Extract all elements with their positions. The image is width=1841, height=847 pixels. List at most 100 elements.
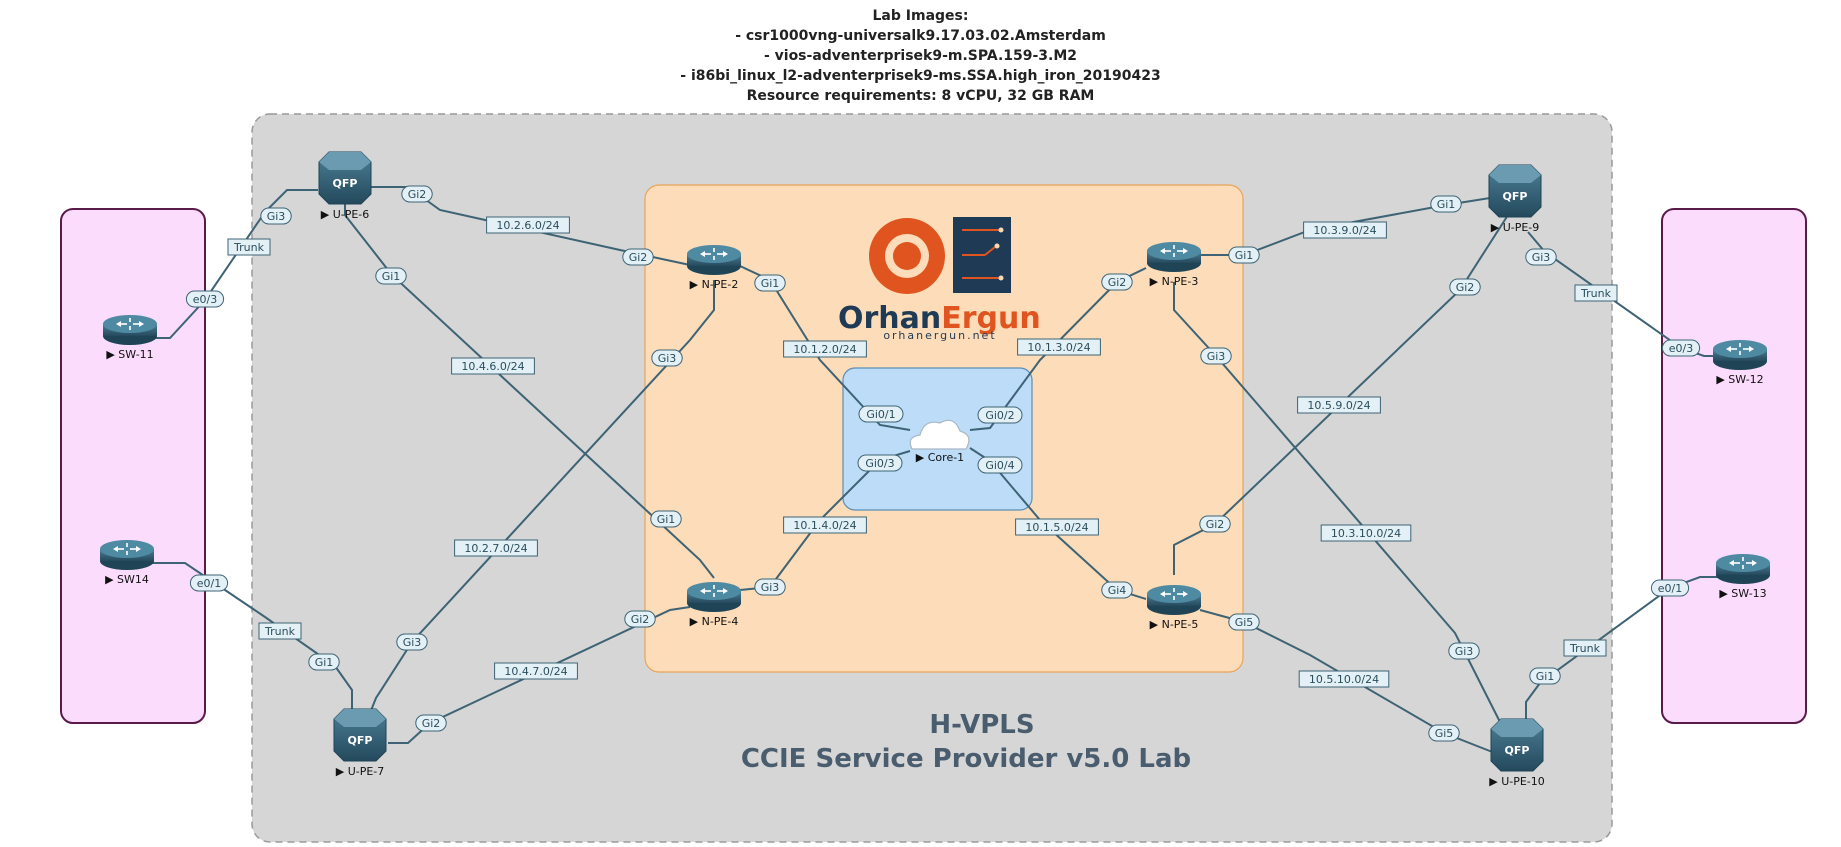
core1-interface-label: Gi0/1 <box>858 405 904 423</box>
link-subnet-label: 10.1.3.0/24 <box>1017 338 1101 356</box>
svg-text:10.4.6.0/24: 10.4.6.0/24 <box>461 360 524 373</box>
upe9-interface-label: Gi2 <box>1449 278 1481 296</box>
svg-text:QFP: QFP <box>348 734 373 747</box>
link-subnet-label: 10.2.7.0/24 <box>454 539 538 557</box>
device-npe3[interactable]: ▶ N-PE-3 <box>1147 242 1201 288</box>
svg-text:Trunk: Trunk <box>233 241 265 254</box>
svg-text:Gi0/1: Gi0/1 <box>866 408 895 421</box>
device-label-sw13: ▶ SW-13 <box>1719 587 1766 600</box>
device-sw14[interactable]: ▶ SW14 <box>100 540 154 586</box>
upe9-interface-label: Gi1 <box>1430 195 1462 213</box>
npe5-interface-label: Gi4 <box>1101 581 1133 599</box>
npe4-interface-label: Gi1 <box>650 510 682 528</box>
device-npe4[interactable]: ▶ N-PE-4 <box>687 582 741 628</box>
sw11-interface-label: e0/3 <box>185 290 225 308</box>
svg-text:10.1.2.0/24: 10.1.2.0/24 <box>793 343 856 356</box>
svg-text:10.3.10.0/24: 10.3.10.0/24 <box>1331 527 1401 540</box>
link-sw14-upe7 <box>148 562 353 718</box>
link-subnet-label: 10.1.4.0/24 <box>783 516 867 534</box>
npe4-interface-label: Gi2 <box>624 610 656 628</box>
link-subnet-label: 10.3.9.0/24 <box>1303 221 1387 239</box>
link-subnet-label: Trunk <box>1563 639 1607 657</box>
upe6-interface-label: Gi3 <box>260 207 292 225</box>
upe10-interface-label: Gi3 <box>1448 642 1480 660</box>
link-sw13-upe10 <box>1525 576 1725 722</box>
svg-text:10.5.9.0/24: 10.5.9.0/24 <box>1307 399 1370 412</box>
core1-interface-label: Gi0/2 <box>977 406 1023 424</box>
device-label-sw11: ▶ SW-11 <box>106 348 153 361</box>
svg-text:Gi2: Gi2 <box>1108 276 1127 289</box>
core1-interface-label: Gi0/3 <box>857 454 903 472</box>
device-upe6[interactable]: QFP▶ U-PE-6 <box>318 151 372 221</box>
svg-text:Trunk: Trunk <box>1580 287 1612 300</box>
device-npe5[interactable]: ▶ N-PE-5 <box>1147 585 1201 631</box>
diagram-title-line2: CCIE Service Provider v5.0 Lab <box>741 744 1191 774</box>
svg-text:Gi0/2: Gi0/2 <box>985 409 1014 422</box>
npe4-interface-label: Gi3 <box>754 578 786 596</box>
link-subnet-label: Trunk <box>1574 284 1618 302</box>
svg-text:OrhanErgun: OrhanErgun <box>838 301 1041 336</box>
svg-text:QFP: QFP <box>1503 190 1528 203</box>
device-npe2[interactable]: ▶ N-PE-2 <box>687 245 741 291</box>
device-label-upe6: ▶ U-PE-6 <box>321 208 370 221</box>
svg-text:Gi2: Gi2 <box>1456 281 1475 294</box>
svg-text:10.3.9.0/24: 10.3.9.0/24 <box>1313 224 1376 237</box>
svg-text:10.1.4.0/24: 10.1.4.0/24 <box>793 519 856 532</box>
upe6-interface-label: Gi1 <box>375 267 407 285</box>
svg-text:QFP: QFP <box>1505 744 1530 757</box>
device-label-npe4: ▶ N-PE-4 <box>690 615 739 628</box>
npe3-interface-label: Gi3 <box>1200 347 1232 365</box>
svg-text:e0/1: e0/1 <box>197 577 221 590</box>
device-sw13[interactable]: ▶ SW-13 <box>1716 554 1770 600</box>
device-label-upe10: ▶ U-PE-10 <box>1489 775 1545 788</box>
svg-text:Gi2: Gi2 <box>422 717 441 730</box>
device-upe9[interactable]: QFP ▶ U-PE-9 <box>1488 164 1542 234</box>
upe6-interface-label: Gi2 <box>401 185 433 203</box>
npe2-interface-label: Gi1 <box>754 274 786 292</box>
right-customer-area <box>1661 208 1807 724</box>
svg-text:Trunk: Trunk <box>264 625 296 638</box>
npe2-interface-label: Gi2 <box>622 248 654 266</box>
device-label-core1: ▶ Core-1 <box>916 451 964 464</box>
resource-requirements: Resource requirements: 8 vCPU, 32 GB RAM <box>746 88 1095 104</box>
svg-text:Gi1: Gi1 <box>1536 670 1555 683</box>
device-upe10[interactable]: QFP ▶ U-PE-10 <box>1489 718 1545 788</box>
svg-text:Gi3: Gi3 <box>1207 350 1226 363</box>
link-upe7-npe2 <box>369 280 715 714</box>
svg-text:10.2.7.0/24: 10.2.7.0/24 <box>464 542 527 555</box>
core1-interface-label: Gi0/4 <box>977 456 1023 474</box>
svg-text:Gi3: Gi3 <box>658 352 677 365</box>
svg-text:10.1.3.0/24: 10.1.3.0/24 <box>1027 341 1090 354</box>
logo-name-part1: Orhan <box>838 301 941 336</box>
link-subnet-label: Trunk <box>258 622 302 640</box>
device-core1[interactable]: ▶ Core-1 <box>909 419 970 464</box>
svg-text:Gi1: Gi1 <box>1235 249 1254 262</box>
device-upe7[interactable]: QFP▶ U-PE-7 <box>333 708 387 778</box>
diagram-title-line1: H-VPLS <box>929 710 1034 740</box>
svg-text:Gi3: Gi3 <box>403 636 422 649</box>
upe7-interface-label: Gi2 <box>415 714 447 732</box>
device-sw12[interactable]: ▶ SW-12 <box>1713 340 1767 386</box>
link-subnet-label: 10.5.9.0/24 <box>1297 396 1381 414</box>
svg-text:Gi2: Gi2 <box>1206 518 1225 531</box>
svg-text:Gi5: Gi5 <box>1435 727 1454 740</box>
link-subnet-label: 10.5.10.0/24 <box>1298 670 1390 688</box>
logo-name-part2: Ergun <box>941 301 1040 336</box>
npe3-interface-label: Gi1 <box>1228 246 1260 264</box>
device-sw11[interactable]: ▶ SW-11 <box>103 315 157 361</box>
svg-text:10.4.7.0/24: 10.4.7.0/24 <box>504 665 567 678</box>
upe7-interface-label: Gi1 <box>308 653 340 671</box>
svg-text:Gi0/3: Gi0/3 <box>865 457 894 470</box>
device-label-upe9: ▶ U-PE-9 <box>1491 221 1540 234</box>
device-label-sw14: ▶ SW14 <box>105 573 149 586</box>
svg-text:Gi1: Gi1 <box>761 277 780 290</box>
device-label-npe3: ▶ N-PE-3 <box>1150 275 1199 288</box>
npe5-interface-label: Gi2 <box>1199 515 1231 533</box>
svg-text:Gi2: Gi2 <box>629 251 648 264</box>
link-sw11-upe6 <box>148 189 318 339</box>
upe7-interface-label: Gi3 <box>396 633 428 651</box>
link-subnet-label: 10.4.6.0/24 <box>451 357 535 375</box>
npe5-interface-label: Gi5 <box>1228 613 1260 631</box>
svg-text:Gi1: Gi1 <box>315 656 334 669</box>
